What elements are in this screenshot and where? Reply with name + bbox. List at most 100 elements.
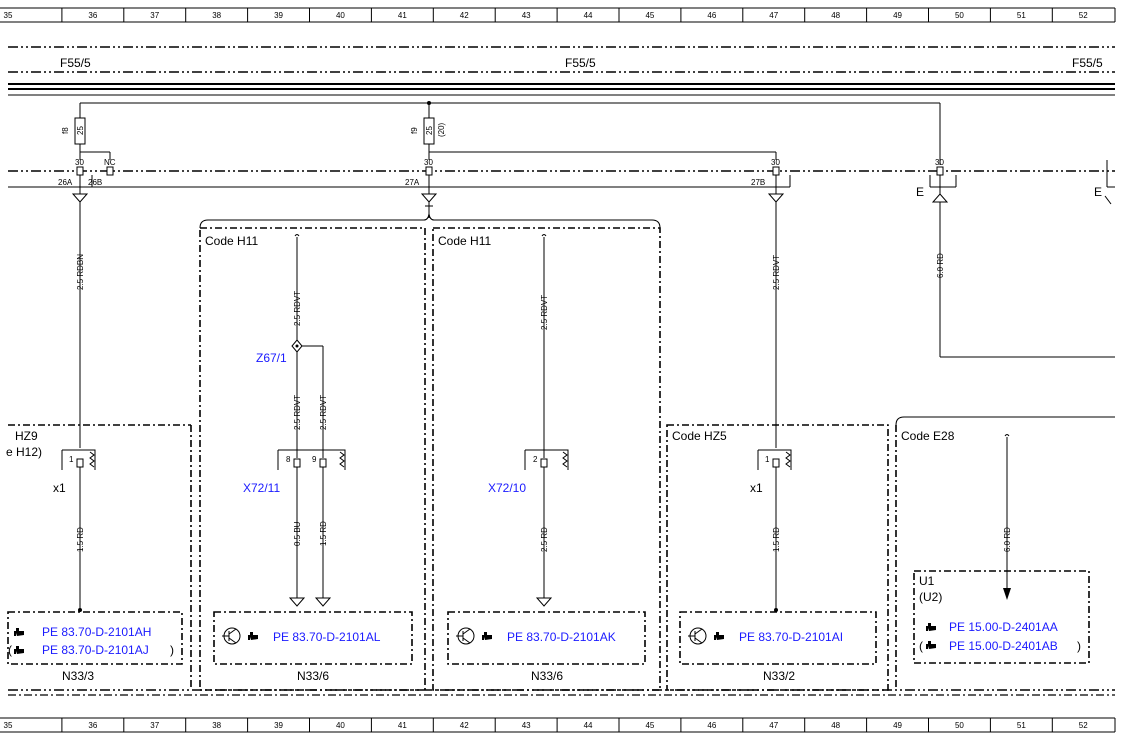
ref-link-2[interactable]: PE 83.70-D-2101AL [273, 630, 381, 644]
ruler-top-cell-50: 50 [955, 11, 964, 20]
code-e28: Code E28 [901, 429, 955, 443]
hz9-box [8, 424, 192, 690]
fuse-f8-nc: NC [104, 158, 116, 167]
ruler-top-cell-49: 49 [893, 11, 902, 20]
ref-link-4[interactable]: PE 83.70-D-2101AI [739, 630, 843, 644]
ref-link-5a[interactable]: PE 15.00-D-2401AA [949, 620, 1058, 634]
plug-x1-b-label: x1 [750, 481, 763, 495]
terminal-30-c: 30 [935, 158, 944, 167]
code-hz9: HZ9 [15, 429, 38, 443]
fuse-f9-terminal: 30 [424, 158, 433, 167]
ruler-top-cell-47: 47 [769, 11, 778, 20]
ruler-bottom-cell-40: 40 [336, 721, 345, 730]
wire-start [541, 234, 547, 237]
ruler-top-cell-35: 35 [4, 11, 13, 20]
ruler-top-cell-44: 44 [584, 11, 593, 20]
fuse-f8-rating: 25 [76, 126, 85, 135]
plug-x72-10-label: X72/10 [488, 481, 526, 495]
plug-x72-11 [277, 449, 346, 607]
wire-label-w11: 2.5 RD [540, 527, 549, 552]
ref-link-3[interactable]: PE 83.70-D-2101AK [507, 630, 616, 644]
component-n33-6-a: N33/6 [297, 669, 329, 683]
wire-start [294, 234, 300, 237]
connector-26a: 26A [58, 178, 73, 187]
paren-open-5: ( [919, 639, 923, 653]
group-brace [199, 213, 661, 229]
component-n33-3: N33/3 [62, 669, 94, 683]
pointer-icon [926, 641, 936, 649]
fuse-f9 [423, 117, 777, 160]
code-h11-a: Code H11 [205, 234, 258, 248]
wire-label-w6: 2.5 RDVT [772, 255, 781, 290]
earth-label-1: E [916, 185, 924, 199]
wire-label-w8: 1.5 RD [76, 527, 85, 552]
ruler-top-cell-41: 41 [398, 11, 407, 20]
ruler-bottom-cell-45: 45 [645, 721, 654, 730]
ref-link-5b[interactable]: PE 15.00-D-2401AB [949, 639, 1058, 653]
box-u1 [913, 570, 1090, 664]
ruler-bottom-cell-46: 46 [707, 721, 716, 730]
bus-label-right: F55/5 [1072, 56, 1103, 70]
code-h11-b: Code H11 [438, 234, 491, 248]
bus-label-center: F55/5 [565, 56, 596, 70]
box-code-hz5 [666, 424, 889, 691]
transistor-icon [456, 627, 475, 645]
component-n33-6-b: N33/6 [531, 669, 563, 683]
splice-z67-1: Z67/1 [256, 351, 287, 365]
fuse-f8 [74, 117, 111, 160]
bottom-bus [8, 689, 1115, 696]
component-u2: (U2) [919, 590, 942, 604]
ruler-bottom-cell-47: 47 [769, 721, 778, 730]
paren-close-1: ) [170, 643, 174, 657]
ruler-bottom-cell-39: 39 [274, 721, 283, 730]
code-hz5: Code HZ5 [672, 429, 727, 443]
ruler-top-cell-46: 46 [707, 11, 716, 20]
ruler-bottom-cell-52: 52 [1079, 721, 1088, 730]
ruler-top-cell-43: 43 [522, 11, 531, 20]
ruler-bottom-cell-50: 50 [955, 721, 964, 730]
ruler-bottom-cell-49: 49 [893, 721, 902, 730]
plug-x1-a [61, 449, 96, 610]
wire-label-w2: 2.5 RDVT [293, 291, 302, 326]
e28-brace [895, 416, 1115, 426]
wire-label-w10: 1.5 RD [319, 521, 328, 546]
ruler-bottom-cell-42: 42 [460, 721, 469, 730]
pointer-icon [482, 632, 492, 640]
ruler-top-cell-40: 40 [336, 11, 345, 20]
pin-2: 2 [533, 455, 538, 464]
paren-open-1: ( [8, 643, 12, 657]
ruler-bottom-cell-48: 48 [831, 721, 840, 730]
box-code-h11-b [432, 227, 661, 691]
fuse-f9-rating: 25 [425, 126, 434, 135]
ref-link-1a[interactable]: PE 83.70-D-2101AH [42, 625, 151, 639]
ruler-top-cell-39: 39 [274, 11, 283, 20]
fuse-f8-name: f8 [61, 127, 70, 134]
wire-label-w7: 6.0 RD [936, 253, 945, 278]
component-n33-2: N33/2 [763, 669, 795, 683]
pointer-icon [714, 632, 724, 640]
fuse-f9-name: f9 [410, 127, 419, 134]
wire-start [1004, 434, 1010, 437]
wire-label-w12: 1.5 RD [772, 527, 781, 552]
bus-label-left: F55/5 [60, 56, 91, 70]
box-n33-2 [679, 611, 877, 665]
down-arrows [71, 193, 949, 218]
paren-close-5: ) [1077, 639, 1081, 653]
pointer-icon [14, 646, 24, 654]
pointer-icon [926, 623, 936, 631]
ruler-top-cell-38: 38 [212, 11, 221, 20]
pin-1-a: 1 [69, 455, 74, 464]
ruler-bottom-cell-41: 41 [398, 721, 407, 730]
ruler-bottom-cell-36: 36 [88, 721, 97, 730]
earth-label-2: E [1094, 185, 1102, 199]
pointer-icon [248, 632, 258, 640]
ruler-top-cell-51: 51 [1017, 11, 1026, 20]
ruler-bottom-cell-51: 51 [1017, 721, 1026, 730]
fuse-f9-alt-rating: (20) [437, 122, 446, 137]
component-u1: U1 [919, 574, 935, 588]
box-n33-3 [7, 611, 183, 665]
ruler-top-cell-45: 45 [645, 11, 654, 20]
terminal-30-b: 30 [771, 158, 780, 167]
ref-link-1b[interactable]: PE 83.70-D-2101AJ [42, 643, 149, 657]
